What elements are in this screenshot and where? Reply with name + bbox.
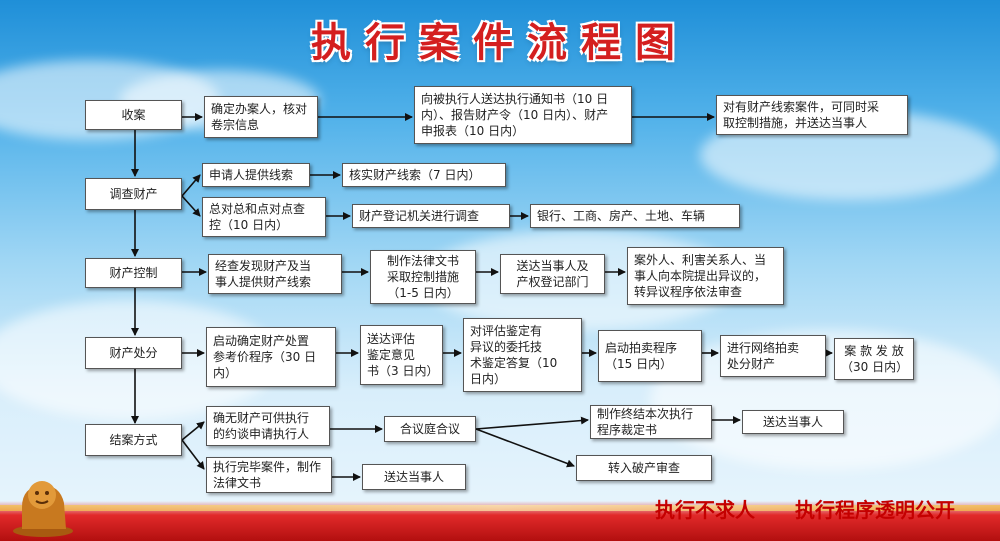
stage-case-closure: 结案方式 <box>85 424 182 456</box>
step-serve-registry: 送达当事人及 产权登记部门 <box>500 254 605 294</box>
step-registry-investigation: 财产登记机关进行调查 <box>352 204 510 228</box>
step-confirm-handler: 确定办案人，核对 卷宗信息 <box>204 96 318 138</box>
step-reference-price: 启动确定财产处置 参考价程序（30 日 内） <box>206 327 336 387</box>
step-online-auction: 进行网络拍卖 处分财产 <box>720 335 826 377</box>
step-start-auction: 启动拍卖程序 （15 日内） <box>598 330 702 382</box>
footer-stripe <box>0 505 1000 511</box>
stage-investigate-property: 调查财产 <box>85 178 182 210</box>
step-verify-clues: 核实财产线索（7 日内） <box>342 163 506 187</box>
stage-property-disposal: 财产处分 <box>85 337 182 369</box>
slogan-left: 执行不求人 <box>655 498 755 522</box>
stage-receive-case: 收案 <box>85 100 182 130</box>
step-institutions: 银行、工商、房产、土地、车辆 <box>530 204 740 228</box>
stone-lion-icon <box>13 481 73 537</box>
page-title: 执行案件流程图 <box>311 19 689 66</box>
step-disburse-funds: 案 款 发 放 （30 日内） <box>834 338 914 380</box>
step-legal-documents: 制作法律文书 采取控制措施 （1-5 日内） <box>370 250 476 304</box>
step-objection-review: 案外人、利害关系人、当 事人向本院提出异议的， 转异议程序依法审查 <box>627 247 784 305</box>
step-technical-appraisal: 对评估鉴定有 异议的委托技 术鉴定答复（10 日内） <box>463 318 582 392</box>
step-serve-parties-b: 送达当事人 <box>362 464 466 490</box>
step-serve-notice: 向被执行人送达执行通知书（10 日 内）、报告财产令（10 日内）、财产 申报表… <box>414 86 632 144</box>
step-online-inquiry: 总对总和点对点查 控（10 日内） <box>202 197 326 237</box>
step-collegial-panel: 合议庭合议 <box>384 416 476 442</box>
step-control-measures: 对有财产线索案件，可同时采 取控制措施，并送达当事人 <box>716 95 908 135</box>
step-bankruptcy-review: 转入破产审查 <box>576 455 712 481</box>
step-no-property-interview: 确无财产可供执行 的约谈申请执行人 <box>206 406 330 446</box>
step-serve-parties-a: 送达当事人 <box>742 410 844 434</box>
stage-property-control: 财产控制 <box>85 258 182 288</box>
step-completed-documents: 执行完毕案件，制作 法律文书 <box>206 457 332 493</box>
slogan-right: 执行程序透明公开 <box>795 498 955 522</box>
step-serve-appraisal: 送达评估 鉴定意见 书（3 日内） <box>360 325 443 385</box>
step-property-found: 经查发现财产及当 事人提供财产线索 <box>208 254 342 294</box>
step-applicant-clues: 申请人提供线索 <box>202 163 310 187</box>
step-termination-ruling: 制作终结本次执行 程序裁定书 <box>590 405 712 439</box>
